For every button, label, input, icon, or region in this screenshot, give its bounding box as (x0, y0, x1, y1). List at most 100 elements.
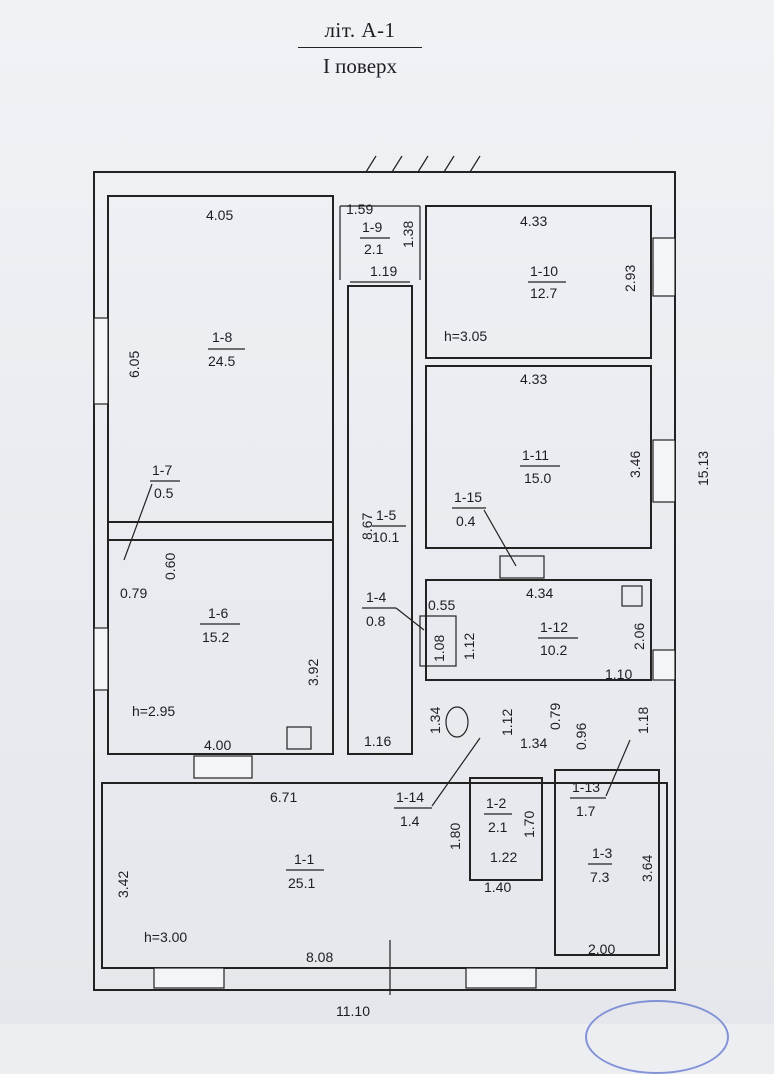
official-stamp (585, 1000, 729, 1074)
room-area-1-9: 2.1 (364, 241, 384, 257)
dim-1-12-a: 1.12 (461, 633, 477, 660)
room-area-1-2: 2.1 (488, 819, 508, 835)
window-middle-south (193, 755, 253, 779)
room-label-1-10: 1-10 12.7 (528, 263, 566, 301)
room-label-1-6: 1-6 15.2 (200, 605, 240, 645)
room-1-2-outline (469, 777, 543, 881)
dim-3-92: 3.92 (305, 659, 321, 686)
room-area-1-13: 1.7 (576, 803, 596, 819)
niche-1-15 (499, 555, 545, 579)
room-id-1-3: 1-3 (592, 845, 612, 861)
dim-6-05: 6.05 (126, 351, 142, 378)
room-id-1-12: 1-12 (540, 619, 568, 635)
dim-8-08: 8.08 (306, 949, 333, 965)
room-id-1-7: 1-7 (152, 462, 172, 478)
corridor-1-5-outline (347, 285, 413, 755)
dim-1-59: 1.59 (346, 201, 373, 217)
room-id-1-8: 1-8 (212, 329, 232, 345)
height-label-1: h=3.05 (444, 328, 487, 344)
dim-1-16: 1.16 (364, 733, 391, 749)
window-west-lower (93, 627, 109, 691)
dim-4-33-mid: 4.33 (520, 371, 547, 387)
room-1-11-outline (425, 365, 652, 549)
dim-1-10: 1.10 (605, 666, 632, 682)
room-id-1-4: 1-4 (366, 589, 386, 605)
boiler-icon (621, 585, 643, 607)
window-east-3 (652, 649, 676, 681)
room-label-1-3: 1-3 7.3 (588, 845, 612, 885)
room-id-1-11: 1-11 (522, 447, 549, 463)
room-label-1-12: 1-12 10.2 (538, 619, 578, 658)
dim-15-13: 15.13 (695, 451, 711, 486)
dim-4-34: 4.34 (526, 585, 553, 601)
height-label-2: h=2.95 (132, 703, 175, 719)
dim-8-67: 8.67 (359, 513, 375, 540)
room-label-1-1: 1-1 25.1 (286, 851, 324, 891)
room-1-4-outline (419, 615, 457, 667)
room-area-1-12: 10.2 (540, 642, 567, 658)
room-label-1-5: 1-5 10.1 (372, 507, 406, 545)
room-label-1-8: 1-8 24.5 (208, 329, 245, 369)
plan-title: літ. А-1 (324, 18, 396, 42)
dim-3-46: 3.46 (627, 451, 643, 478)
room-1-10-outline (425, 205, 652, 359)
room-area-1-8: 24.5 (208, 353, 235, 369)
rooms-1-6-1-8-outline (107, 195, 334, 755)
window-south-2 (465, 967, 537, 989)
dim-3-64: 3.64 (639, 855, 655, 882)
dim-11-10: 11.10 (336, 1003, 370, 1019)
window-south-1 (153, 967, 225, 989)
room-id-1-5: 1-5 (376, 507, 396, 523)
dim-4-05: 4.05 (206, 207, 233, 223)
dim-1-34-a: 1.34 (427, 707, 443, 734)
height-label-3: h=3.00 (144, 929, 187, 945)
dim-1-70: 1.70 (521, 811, 537, 838)
room-area-1-6: 15.2 (202, 629, 229, 645)
floor-label: I поверх (322, 54, 398, 78)
room-area-1-15: 0.4 (456, 513, 476, 529)
window-east-2 (652, 439, 676, 503)
dim-3-42: 3.42 (115, 871, 131, 898)
room-area-1-5: 10.1 (372, 529, 399, 545)
dim-0-55: 0.55 (428, 597, 455, 613)
window-east-1 (652, 237, 676, 297)
room-label-1-7: 1-7 0.5 (123, 462, 180, 561)
dim-1-34-b: 1.34 (520, 735, 547, 751)
room-id-1-15: 1-15 (454, 489, 482, 505)
stove-icon (286, 726, 312, 750)
dim-1-19: 1.19 (370, 263, 397, 279)
entrance-hatch (352, 155, 490, 173)
dim-6-71: 6.71 (270, 789, 297, 805)
dim-2-00: 2.00 (588, 941, 615, 957)
room-id-1-10: 1-10 (530, 263, 558, 279)
room-1-12-outline (425, 579, 652, 681)
dim-1-38: 1.38 (400, 221, 416, 248)
room-area-1-3: 7.3 (590, 869, 610, 885)
room-area-1-7: 0.5 (154, 485, 174, 501)
room-label-1-14: 1-14 1.4 (394, 737, 481, 829)
dim-1-12-b: 1.12 (499, 709, 515, 736)
dim-0-96: 0.96 (573, 723, 589, 750)
dim-0-60: 0.60 (162, 553, 178, 580)
dim-4-33-top: 4.33 (520, 213, 547, 229)
plan-title-block: літ. А-1 I поверх (280, 18, 440, 79)
room-area-1-10: 12.7 (530, 285, 557, 301)
room-label-1-9: 1-9 2.1 (360, 219, 390, 257)
room-area-1-11: 15.0 (524, 470, 551, 486)
room-label-1-15: 1-15 0.4 (452, 489, 517, 567)
room-area-1-4: 0.8 (366, 613, 386, 629)
room-id-1-6: 1-6 (208, 605, 228, 621)
room-id-1-14: 1-14 (396, 789, 424, 805)
floor-plan-drawing: 1-8 24.5 1-9 2.1 1-10 12.7 1-11 15.0 1-7… (93, 155, 711, 1019)
room-label-1-13: 1-13 1.7 (570, 739, 631, 819)
title-divider (298, 47, 422, 48)
lower-block-outline (101, 782, 668, 969)
dim-2-06: 2.06 (631, 623, 647, 650)
room-id-1-2: 1-2 (486, 795, 506, 811)
room-id-1-9: 1-9 (362, 219, 382, 235)
room-label-1-4: 1-4 0.8 (362, 589, 425, 631)
dim-1-80: 1.80 (447, 823, 463, 850)
dim-1-40: 1.40 (484, 879, 511, 895)
dim-4-00: 4.00 (204, 737, 231, 753)
dim-0-79-b: 0.79 (547, 703, 563, 730)
